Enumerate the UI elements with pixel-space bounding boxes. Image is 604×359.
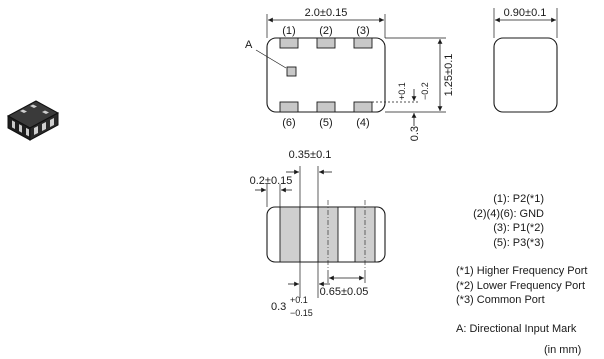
terminal-band-1: [279, 206, 301, 263]
port-note-1: (*1) Higher Frequency Port: [456, 265, 588, 277]
terminal-width-label: 0.35±0.1: [289, 149, 332, 161]
pin-label-2: (2): [319, 25, 332, 37]
length-dimension-label: 2.0±0.15: [305, 7, 348, 19]
package-body-top: [266, 37, 386, 113]
package-body-side: [493, 37, 558, 113]
pad-6: [279, 101, 299, 113]
port-note-3: (*3) Common Port: [456, 294, 545, 306]
width-dimension-label: 1.25±0.1: [443, 54, 455, 97]
direction-mark: [286, 66, 297, 77]
top-view: [255, 14, 446, 126]
pin-assignment-gnd: (2)(4)(6): GND: [473, 207, 544, 220]
pin-assignment-1: (1): P2(*1): [493, 193, 544, 205]
pitch-dimension-label: 0.65±0.05: [320, 286, 369, 298]
direction-mark-legend: A: Directional Input Mark: [456, 323, 577, 335]
port-legend: (*1) Higher Frequency Port (*2) Lower Fr…: [456, 264, 587, 308]
pin-assignment-3: (3): P1(*2): [493, 222, 544, 234]
bottom-gap-tol-lower: −0.15: [290, 308, 313, 318]
pad-4: [353, 101, 373, 113]
terminal-gap-tol-upper: +0.1: [397, 82, 407, 100]
pad-2: [316, 37, 336, 49]
bottom-gap-label: 0.3: [271, 301, 286, 313]
pin-label-6: (6): [282, 117, 295, 129]
bottom-gap-tol-upper: +0.1: [290, 295, 308, 305]
terminal-gap-tol-lower: −0.2: [420, 82, 430, 100]
pad-1: [279, 37, 299, 49]
pin-assignment-5: (5): P3(*3): [493, 236, 544, 249]
pin-label-4: (4): [356, 117, 369, 129]
bottom-view: [255, 166, 386, 298]
pad-5: [316, 101, 336, 113]
pin-label-3: (3): [356, 25, 369, 37]
direction-mark-label: A: [245, 39, 253, 51]
terminal-gap-label: 0.3: [409, 126, 421, 141]
pin-label-5: (5): [319, 117, 332, 129]
unit-note: (in mm): [544, 344, 582, 356]
pin-label-1: (1): [282, 25, 295, 37]
pin-assignment-legend: (1): P2(*1) (2)(4)(6): GND (3): P1(*2) (…: [452, 192, 544, 250]
component-photo: [6, 100, 60, 141]
side-view: [493, 8, 558, 113]
thickness-dimension-label: 0.90±0.1: [504, 7, 547, 19]
pad-3: [353, 37, 373, 49]
terminal-offset-label: 0.2±0.15: [250, 175, 293, 187]
port-note-2: (*2) Lower Frequency Port: [456, 279, 585, 292]
